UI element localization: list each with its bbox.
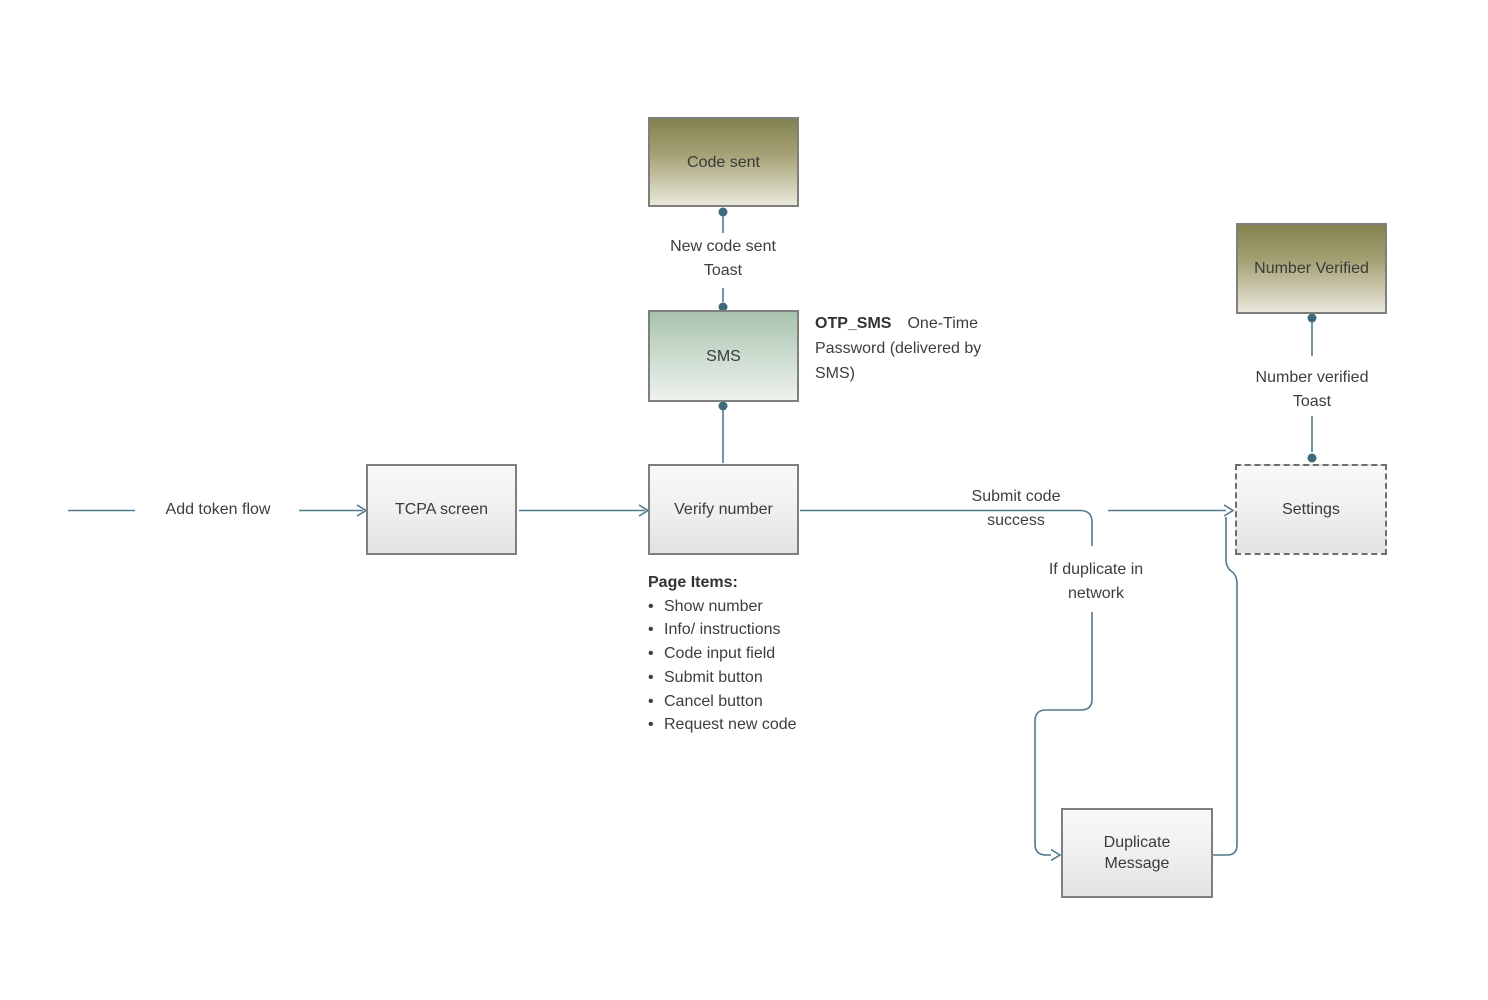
page-items: Page Items: •Show number •Info/ instruct… [648, 571, 868, 737]
label-if-duplicate-in-network: If duplicate in network [1048, 561, 1144, 602]
otp-term: OTP_SMS [815, 315, 892, 332]
node-duplicate-message-label: Duplicate Message [1103, 834, 1171, 872]
connector-duplicate-settings [1213, 517, 1238, 856]
connection-dot-number-verified [1307, 313, 1317, 323]
bullet-icon: • [648, 621, 654, 639]
arrowhead-settings [1223, 504, 1235, 517]
page-item: •Cancel button [648, 690, 868, 714]
connector-verify-east [800, 509, 1093, 546]
arrowhead-duplicate [1050, 848, 1062, 862]
node-number-verified-label: Number Verified [1254, 260, 1369, 277]
connection-dot-sms-bottom [718, 401, 728, 411]
page-item: •Submit button [648, 666, 868, 690]
node-duplicate-message: Duplicate Message [1061, 808, 1213, 898]
node-sms-label: SMS [706, 347, 741, 365]
bullet-icon: • [648, 716, 654, 734]
node-settings: Settings [1235, 464, 1387, 555]
node-tcpa-screen: TCPA screen [366, 464, 517, 555]
label-new-code-sent-toast: New code sent Toast [670, 238, 776, 279]
bullet-icon: • [648, 692, 654, 710]
node-number-verified: Number Verified [1236, 223, 1387, 314]
label-submit-code-success: Submit code success [971, 488, 1061, 529]
label-add-token-flow: Add token flow [165, 501, 271, 518]
page-item: •Request new code [648, 713, 868, 737]
node-sms: SMS [648, 310, 799, 402]
bullet-icon: • [648, 668, 654, 686]
bullet-icon: • [648, 597, 654, 615]
bullet-icon: • [648, 645, 654, 663]
node-verify-number: Verify number [648, 464, 799, 555]
page-item: •Code input field [648, 642, 868, 666]
node-verify-number-label: Verify number [674, 501, 773, 518]
node-code-sent: Code sent [648, 117, 799, 207]
node-settings-label: Settings [1282, 501, 1340, 518]
connection-dot-code-sent [718, 207, 728, 217]
page-item: •Show number [648, 595, 868, 619]
page-items-list: •Show number •Info/ instructions •Code i… [648, 595, 868, 737]
connector-if-duplicate-down [1034, 612, 1093, 856]
page-item: •Info/ instructions [648, 618, 868, 642]
page-items-heading: Page Items: [648, 574, 738, 591]
connection-dot-settings-top [1307, 453, 1317, 463]
node-tcpa-screen-label: TCPA screen [394, 501, 489, 518]
connection-dot-sms-top [718, 302, 728, 312]
otp-definition: One-Time Password (delivered by SMS) [815, 315, 982, 382]
node-code-sent-label: Code sent [687, 153, 760, 171]
label-number-verified-toast: Number verified Toast [1255, 369, 1369, 410]
